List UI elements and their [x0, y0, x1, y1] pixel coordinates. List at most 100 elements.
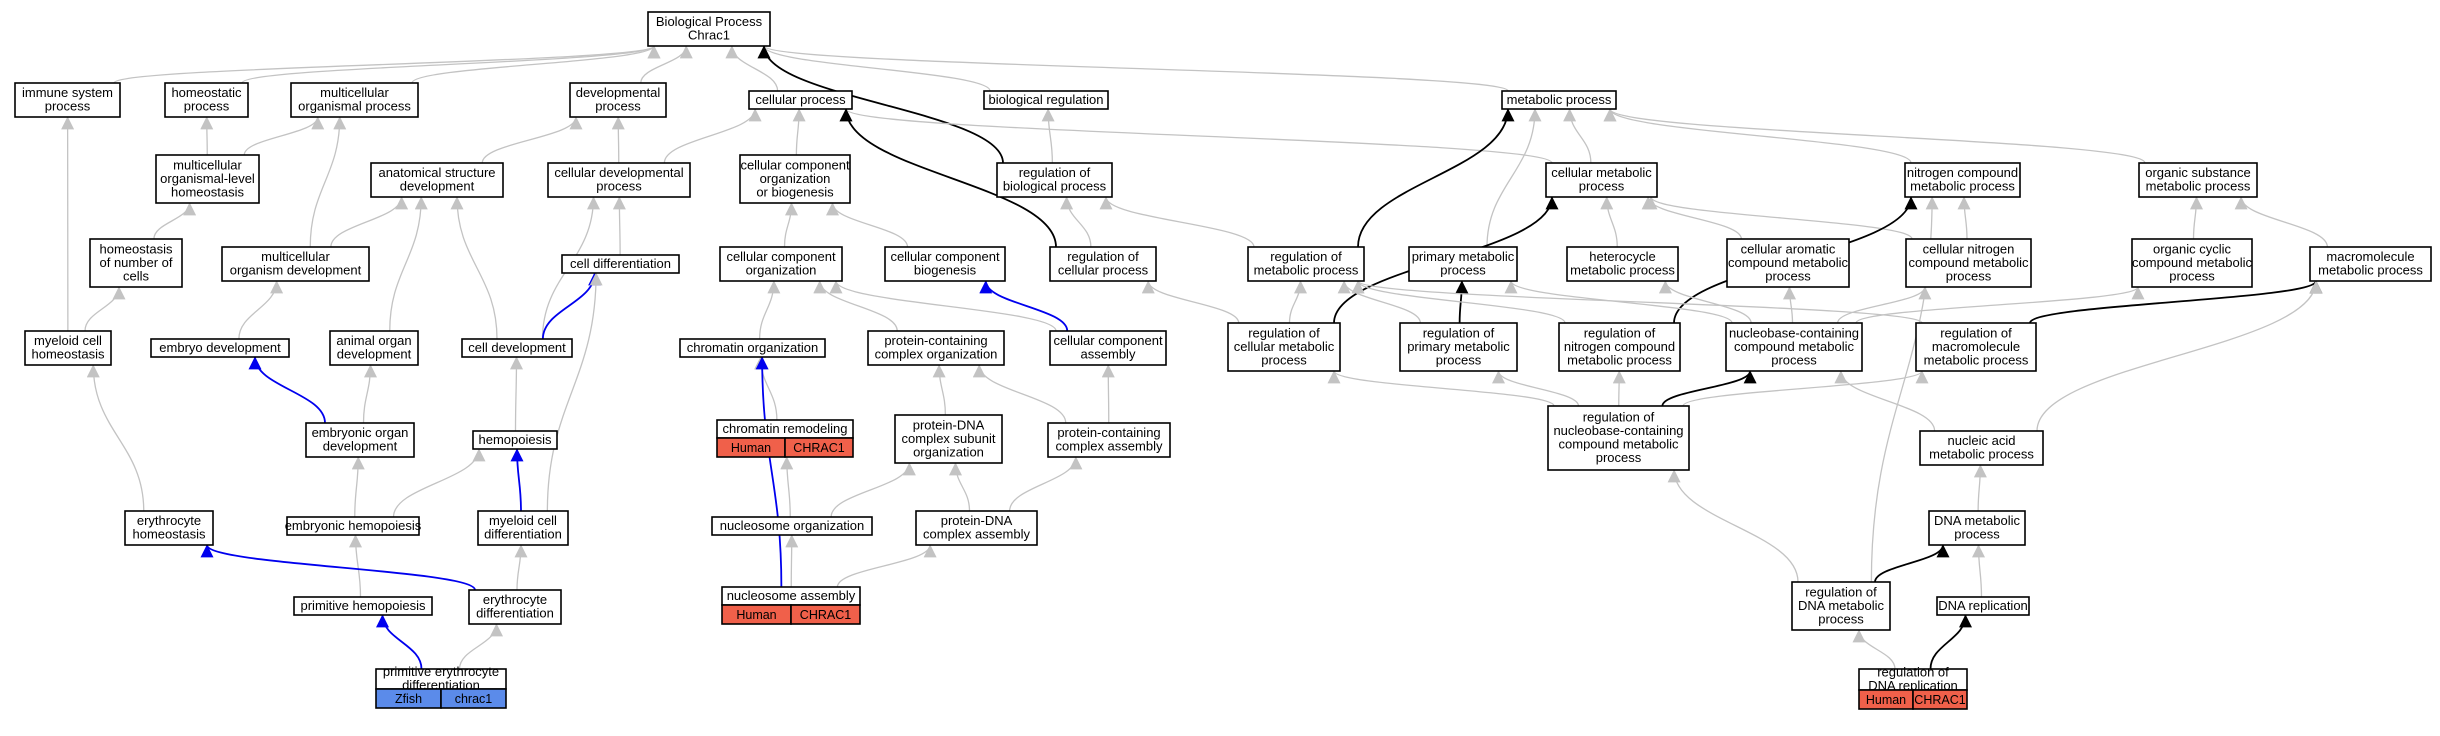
edge-nuc_asm-to-nuc_org	[785, 534, 799, 588]
term-label: organization	[913, 444, 984, 459]
term-label: organization	[760, 171, 831, 186]
edge-reg_bio-to-root	[757, 45, 1004, 164]
edge-myeloid_diff-to-hemopoiesis	[510, 448, 524, 512]
term-label: erythrocyte	[137, 513, 201, 528]
edge-cell_met-to-cellular	[839, 108, 1553, 164]
species-label: Human	[1866, 693, 1906, 707]
term-label: regulation of	[1270, 249, 1342, 264]
term-label: metabolic process	[1910, 179, 2015, 194]
edge-emb_organ-to-animal_organ	[362, 364, 377, 424]
term-node-reg_nbc[interactable]: regulation ofnucleobase-containingcompou…	[1547, 405, 1690, 471]
edge-embryo_dev-to-mc_org_dev	[238, 280, 284, 340]
term-node-metabolic[interactable]: metabolic process	[1501, 90, 1617, 110]
term-label: cellular component	[726, 249, 836, 264]
term-label: regulation of	[1584, 325, 1656, 340]
term-label: protein-DNA	[913, 417, 985, 432]
term-node-chrom_org[interactable]: chromatin organization	[679, 338, 826, 358]
term-node-cellular[interactable]: cellular process	[748, 90, 853, 110]
edge-cell_dev_proc-to-developmental	[611, 116, 625, 164]
term-label: nucleic acid	[1948, 433, 2016, 448]
term-box	[1047, 422, 1171, 458]
term-node-cell_diff[interactable]: cell differentiation	[561, 254, 680, 274]
term-label: Chrac1	[688, 28, 730, 43]
term-node-nuc_org[interactable]: nucleosome organization	[711, 516, 873, 536]
term-node-cell_dev[interactable]: cell development	[461, 338, 573, 358]
edge-cca-to-cco	[829, 280, 1057, 332]
species-label: Human	[731, 441, 771, 455]
term-box	[24, 330, 112, 366]
term-label: metabolic process	[2146, 179, 2251, 194]
term-label: process	[1771, 352, 1817, 367]
term-label: metabolic process	[1567, 352, 1672, 367]
term-label: metabolic process	[1507, 92, 1612, 107]
term-label: process	[596, 179, 642, 194]
term-node-embryo_dev[interactable]: embryo development	[150, 338, 290, 358]
term-node-hemopoiesis[interactable]: hemopoiesis	[472, 430, 558, 450]
term-box	[150, 338, 290, 358]
edge-bioreg-to-root	[757, 45, 991, 92]
term-node-emb_hemo[interactable]: embryonic hemopoiesis	[285, 516, 422, 536]
term-node-prim_ery_diff[interactable]: primitive erythrocytedifferentiationZfis…	[375, 664, 507, 709]
term-label: process	[1765, 268, 1811, 283]
term-box	[569, 82, 667, 118]
term-node-bioreg[interactable]: biological regulation	[983, 90, 1109, 110]
term-label: process	[1261, 352, 1307, 367]
term-label: cell differentiation	[570, 256, 671, 271]
term-label: multicellular	[320, 85, 389, 100]
edge-cell_met-to-metabolic	[1563, 108, 1592, 164]
term-label: nucleosome assembly	[727, 588, 856, 603]
term-label: regulation of	[1940, 325, 2012, 340]
edge-nbc_met-to-prim_met	[1504, 280, 1733, 324]
term-node-dna_rep[interactable]: DNA replication	[1936, 596, 2030, 616]
term-label: anatomical structure	[378, 165, 495, 180]
term-node-prim_hemo[interactable]: primitive hemopoiesis	[293, 596, 433, 616]
